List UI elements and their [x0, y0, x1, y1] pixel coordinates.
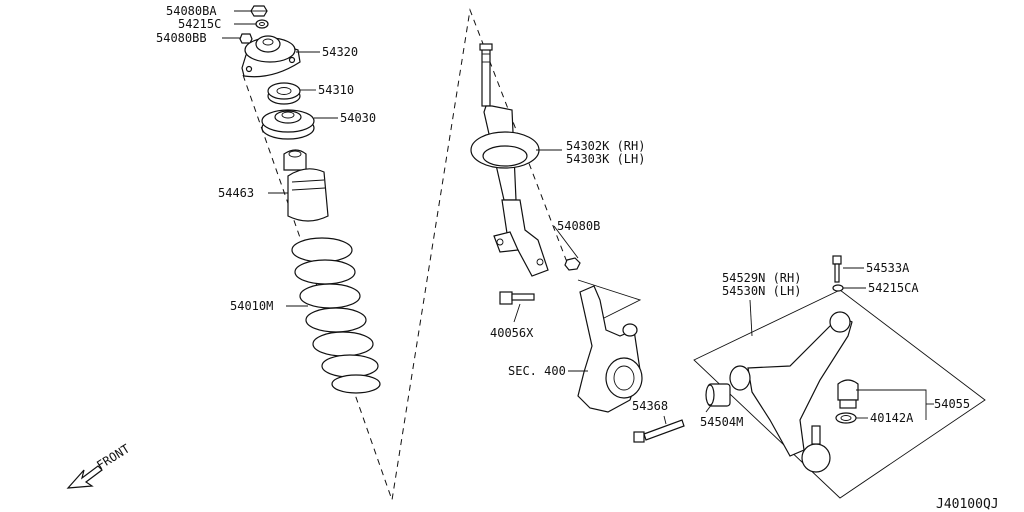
callout-54530N: 54530N (LH): [722, 284, 801, 298]
callout-40142A: 40142A: [870, 411, 914, 425]
leader-lines: [222, 10, 934, 425]
callout-40056X: 40056X: [490, 326, 534, 340]
strut-assembly-54302K: [470, 43, 549, 277]
callout-54320: 54320: [322, 45, 358, 59]
callout-54080BA: 54080BA: [166, 4, 217, 18]
nut-54080BB: [239, 33, 253, 44]
callout-54529N: 54529N (RH): [722, 271, 801, 285]
callout-54303K: 54303K (LH): [566, 152, 645, 166]
bolt-40056X: [499, 291, 535, 305]
lower-arm-54529N: [693, 289, 986, 499]
steering-knuckle: [577, 285, 643, 413]
bushing-54504M: [705, 383, 731, 407]
strut-mount-54320: [241, 35, 301, 78]
callout-sec-400: SEC. 400: [508, 364, 566, 378]
front-label: FRONT: [94, 442, 132, 473]
callout-54215C: 54215C: [178, 17, 221, 31]
coil-spring-54010M: [291, 237, 381, 394]
snap-ring-40142A: [835, 412, 857, 424]
front-direction-arrow: [66, 465, 103, 489]
callout-54010M: 54010M: [230, 299, 273, 313]
nut-54080BA: [250, 5, 268, 17]
callout-54055: 54055: [934, 397, 970, 411]
callout-54080BB: 54080BB: [156, 31, 207, 45]
nut-54080B: [564, 257, 581, 271]
bolt-54368: [633, 419, 685, 443]
drawing-id: J40100QJ: [936, 497, 999, 512]
callout-54504M: 54504M: [700, 415, 743, 429]
callout-54368: 54368: [632, 399, 668, 413]
callout-54533A: 54533A: [866, 261, 910, 275]
spring-seat-54030: [261, 109, 315, 140]
callout-54463: 54463: [218, 186, 254, 200]
bound-bumper-54463: [283, 149, 329, 222]
callout-54080B: 54080B: [557, 219, 600, 233]
callout-54215CA: 54215CA: [868, 281, 919, 295]
bearing-54310: [267, 82, 301, 105]
washer-54215CA: [832, 284, 844, 292]
bolt-54533A: [832, 255, 842, 283]
callout-54310: 54310: [318, 83, 354, 97]
washer-54215C: [255, 19, 269, 29]
ball-joint-54055: [837, 379, 859, 409]
callout-54302K: 54302K (RH): [566, 139, 645, 153]
callout-54030: 54030: [340, 111, 376, 125]
